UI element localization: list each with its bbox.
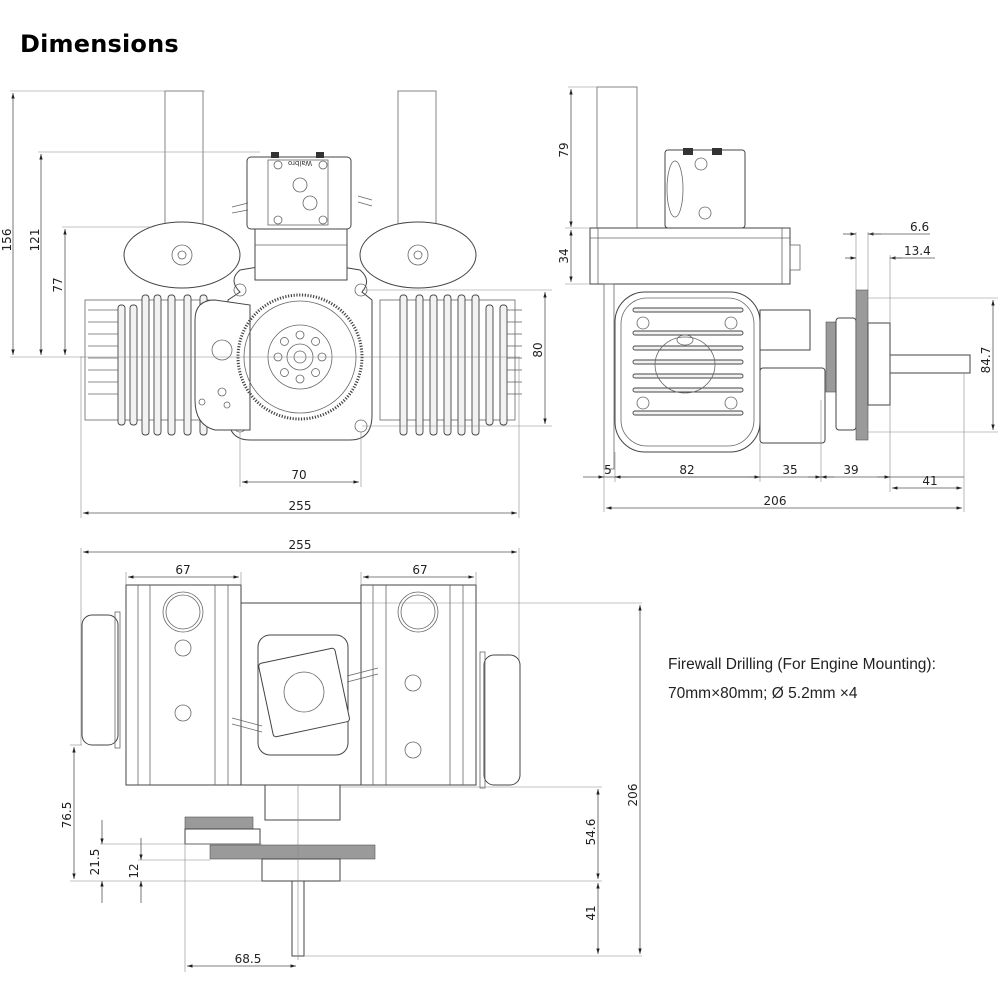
gear-bolt-hole — [311, 368, 320, 377]
page-title: Dimensions — [20, 30, 179, 58]
cooling-fin — [167, 294, 176, 436]
cooling-fin — [129, 304, 138, 426]
mount-flange — [227, 264, 373, 441]
carburetor — [246, 156, 352, 230]
gear-housing — [194, 299, 251, 431]
carb-adjuster-right — [316, 152, 324, 158]
dim-6-6: 6.6 — [910, 220, 929, 234]
dim-12: 12 — [127, 863, 141, 878]
dim-54-6: 54.6 — [584, 819, 598, 846]
dim-206-top: 206 — [626, 784, 640, 807]
side-standoff — [596, 86, 638, 230]
dim-21-5: 21.5 — [88, 849, 102, 876]
dim-70: 70 — [291, 468, 306, 482]
dim-35: 35 — [782, 463, 797, 477]
side-crankcase — [759, 309, 811, 351]
cooling-fin — [153, 294, 162, 436]
dim-41-top: 41 — [584, 905, 598, 920]
cooling-fin — [499, 304, 508, 426]
dim-121: 121 — [28, 229, 42, 252]
side-pinion-gear — [825, 321, 837, 393]
dim-84-7: 84.7 — [979, 347, 993, 374]
cylinder-right — [379, 294, 522, 436]
head-fin — [632, 373, 744, 379]
head-fin — [632, 359, 744, 365]
dim-5: 5 — [604, 463, 612, 477]
top-main-gear — [209, 844, 376, 860]
firewall-drilling-note-title: Firewall Drilling (For Engine Mounting): — [668, 656, 936, 673]
side-view: 79 34 6.6 13.4 84.7 5 — [557, 86, 998, 512]
side-muffler — [589, 227, 791, 285]
head-fin — [632, 410, 744, 416]
muffler-left — [123, 221, 241, 289]
muffler-right — [359, 221, 477, 289]
gear-bolt-hole — [295, 330, 305, 340]
cooling-fin — [457, 294, 466, 436]
gear-bolt-hole — [280, 337, 289, 346]
carb-adjuster-left — [271, 152, 279, 158]
cooling-fin — [429, 294, 438, 436]
front-view: Walbro 156 121 77 80 70 255 — [0, 90, 552, 518]
dim-82: 82 — [679, 463, 694, 477]
cooling-fin — [117, 304, 126, 426]
dim-79: 79 — [557, 142, 571, 157]
dim-68-5: 68.5 — [235, 952, 262, 966]
firewall-drilling-note-spec: 70mm×80mm; Ø 5.2mm ×4 — [668, 685, 858, 702]
cooling-fin — [399, 294, 408, 436]
dim-156: 156 — [0, 229, 14, 252]
side-ignition — [759, 367, 826, 444]
gear-bolt-hole — [311, 337, 320, 346]
side-main-gear — [855, 289, 869, 441]
cooling-fin — [443, 294, 452, 436]
cooling-fin — [141, 294, 150, 436]
top-muffler-left — [81, 614, 119, 746]
dim-67-left: 67 — [175, 563, 190, 577]
dim-80: 80 — [531, 342, 545, 357]
head-fin — [632, 330, 744, 336]
dim-34: 34 — [557, 248, 571, 263]
side-cylinder-head — [614, 291, 761, 453]
cooling-fin — [183, 294, 192, 436]
pinion-gear — [211, 339, 233, 361]
dim-206-side: 206 — [764, 494, 787, 508]
dim-41-side: 41 — [922, 474, 937, 488]
carburetor-brand-label: Walbro — [288, 159, 312, 167]
dim-13-4: 13.4 — [904, 244, 931, 258]
head-fin — [632, 387, 744, 393]
top-view: 255 67 67 206 54.6 41 76.5 21.5 — [60, 538, 642, 972]
standoff-right — [397, 90, 437, 232]
standoff-left — [164, 90, 204, 232]
dim-39: 39 — [843, 463, 858, 477]
top-carburetor — [258, 647, 350, 738]
top-pinion-gear — [184, 816, 254, 830]
cooling-fin — [471, 294, 480, 436]
top-cylinder-left — [125, 584, 242, 786]
cooling-fin — [415, 294, 424, 436]
side-carburetor — [664, 149, 746, 229]
dim-77: 77 — [51, 277, 65, 292]
dim-255-front: 255 — [289, 499, 312, 513]
gear-bolt-hole — [295, 374, 305, 384]
dim-76-5: 76.5 — [60, 802, 74, 829]
intake-manifold — [254, 227, 348, 281]
dim-255-top: 255 — [289, 538, 312, 552]
top-cylinder-right — [360, 584, 477, 786]
head-fin — [632, 307, 744, 313]
cooling-fin — [485, 304, 494, 426]
dim-67-right: 67 — [412, 563, 427, 577]
head-fin — [632, 345, 744, 351]
gear-bolt-hole — [280, 368, 289, 377]
top-muffler-right — [483, 654, 521, 786]
output-shaft — [889, 354, 971, 374]
